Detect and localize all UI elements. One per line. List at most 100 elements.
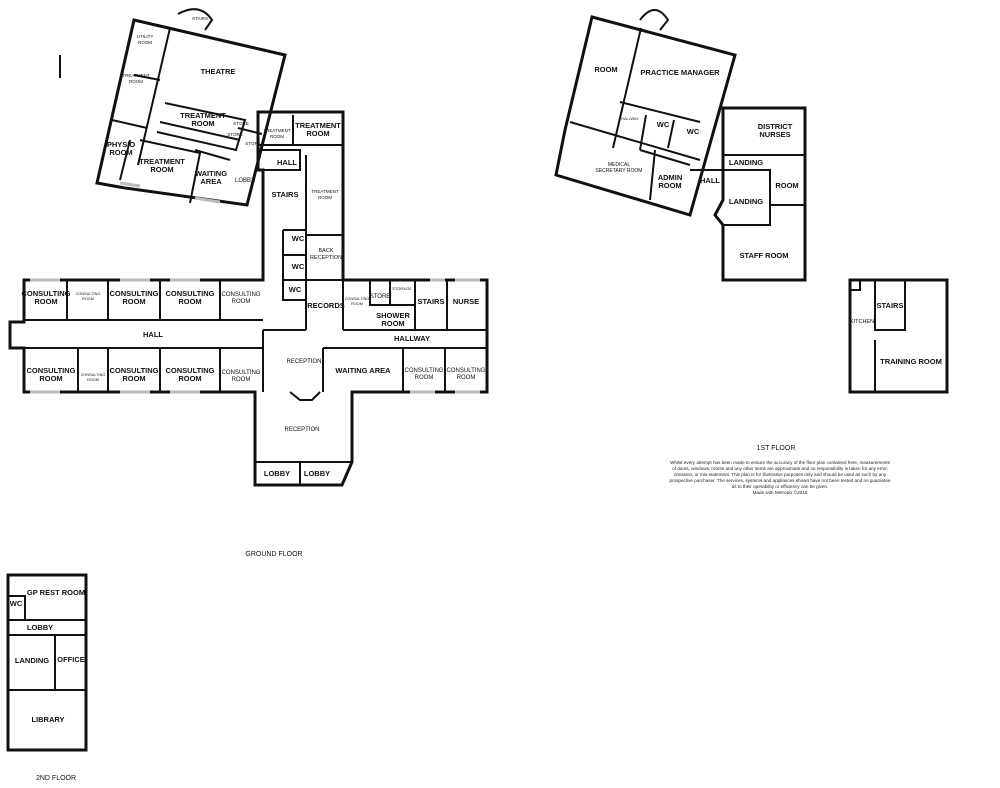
- room-label-line: ROOM: [232, 299, 251, 305]
- room-label-line: ROOM: [138, 40, 152, 45]
- room-label-store-e: STORE: [370, 294, 391, 300]
- room-label-line: TREATMENT: [295, 121, 341, 130]
- room-label-line: ADMIN: [658, 173, 683, 182]
- room-label-f1-room-2: ROOM: [775, 181, 798, 190]
- room-label-line: DISTRICT: [758, 122, 793, 131]
- room-label-line: ROOM: [457, 375, 476, 381]
- room-label-hall-w: HALL: [143, 330, 163, 339]
- room-label-f2-library: LIBRARY: [31, 715, 64, 724]
- room-label-records: RECORDS: [307, 301, 345, 310]
- room-label-line: ROOM: [415, 375, 434, 381]
- ground-rotated-wing: [95, 8, 287, 207]
- room-label-line: TREATMENT: [122, 73, 149, 78]
- room-label-line: CONSULTING: [21, 289, 70, 298]
- room-label-line: SHOWER: [376, 311, 410, 320]
- room-label-line: ROOM: [178, 297, 201, 306]
- room-label-line: ROOM: [658, 181, 681, 190]
- room-label-nurse: NURSE: [453, 297, 479, 306]
- room-label-line: TREATMENT: [139, 157, 185, 166]
- wall: [177, 8, 214, 31]
- room-label-reception-s: RECEPTION: [284, 427, 319, 433]
- room-label-line: UTILITY: [137, 34, 154, 39]
- room-label-f2-office: OFFICE: [57, 655, 85, 664]
- room-label-line: PHYSIO: [107, 140, 136, 149]
- room-label-line: ROOM: [150, 165, 173, 174]
- room-label-line: ROOM: [39, 374, 62, 383]
- room-label-wc-2: WC: [292, 262, 305, 271]
- room-label-lobby-n: LOBBY: [235, 178, 255, 184]
- room-label-f2-gp-rest: GP REST ROOM: [27, 588, 85, 597]
- room-label-hall-n: HALL: [277, 158, 297, 167]
- room-label-line: CONSULTING: [76, 292, 101, 296]
- room-label-line: MEDICAL: [608, 162, 630, 168]
- wall: [255, 391, 352, 485]
- disclaimer-line: prospective purchaser. The services, sys…: [669, 478, 891, 483]
- room-label-line: AREA: [200, 177, 222, 186]
- room-label-line: RECEPTION: [310, 255, 342, 261]
- room-label-line: ROOM: [270, 134, 284, 139]
- room-label-line: SECRETARY ROOM: [596, 168, 643, 174]
- wall: [8, 595, 86, 691]
- wall: [848, 278, 949, 394]
- room-label-line: ROOM: [122, 297, 145, 306]
- room-label-line: CONSULTING: [222, 292, 261, 298]
- room-label-line: ROOM: [129, 79, 143, 84]
- room-label-line: CONSULTING: [109, 289, 158, 298]
- room-label-hallway: HALLWAY: [394, 334, 430, 343]
- room-label-line: TREATMENT: [263, 128, 290, 133]
- room-label-line: ROOM: [122, 374, 145, 383]
- room-label-wc-1: WC: [292, 234, 305, 243]
- wall: [850, 280, 906, 392]
- second-floor-block: [6, 573, 88, 752]
- room-label-f1-landing-1: LANDING: [729, 158, 763, 167]
- room-label-line: CONSULTING: [109, 366, 158, 375]
- room-label-f1-landing-2: LANDING: [729, 197, 763, 206]
- room-label-line: CONSULTING: [165, 366, 214, 375]
- room-label-f1-hall: HALL: [700, 176, 720, 185]
- room-label-f1-stairs: STAIRS: [877, 301, 904, 310]
- room-label-line: ROOM: [82, 297, 94, 301]
- room-label-f1-hallway: HALLWAY: [621, 117, 639, 121]
- room-label-line: CONSULTING: [345, 297, 370, 301]
- wall: [262, 280, 487, 392]
- room-label-line: CONSULTING: [26, 366, 75, 375]
- room-label-store-2: STORE: [227, 132, 242, 137]
- room-label-lobby-s1: LOBBY: [264, 469, 290, 478]
- room-label-line: ROOM: [191, 119, 214, 128]
- room-label-stairs-c: STAIRS: [272, 190, 299, 199]
- floor-title-second: 2ND FLOOR: [36, 775, 76, 782]
- room-label-line: CONSULTING: [405, 368, 444, 374]
- room-label-line: ROOM: [178, 374, 201, 383]
- room-label-line: CONSULTING: [81, 373, 106, 377]
- room-label-line: BACK: [319, 248, 334, 254]
- room-label-theatre: THEATRE: [201, 67, 236, 76]
- room-label-line: WAITING: [195, 169, 227, 178]
- first-floor-block: [554, 9, 949, 394]
- room-label-line: ROOM: [306, 129, 329, 138]
- room-label-waiting-area: WAITING AREA: [335, 366, 391, 375]
- disclaimer-text: Whilst every attempt has been made to en…: [669, 460, 891, 495]
- room-label-line: ROOM: [381, 319, 404, 328]
- room-label-line: NURSES: [759, 130, 790, 139]
- room-label-line: ROOM: [232, 377, 251, 383]
- room-label-stairs-e: STAIRS: [418, 297, 445, 306]
- room-label-lobby-s2: LOBBY: [304, 469, 330, 478]
- room-label-line: CONSULTING: [165, 289, 214, 298]
- room-label-f2-wc: WC: [10, 599, 23, 608]
